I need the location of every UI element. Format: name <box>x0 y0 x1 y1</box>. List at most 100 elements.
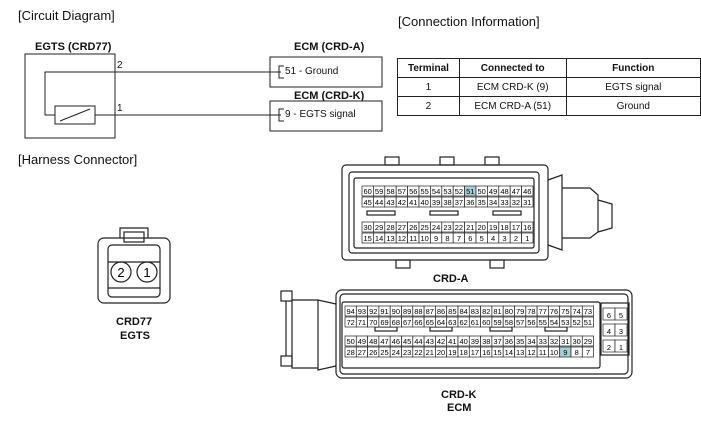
pin-number: 92 <box>369 307 377 316</box>
pin-number: 7 <box>457 234 461 243</box>
cell-function: Ground <box>565 96 701 116</box>
pin-number: 36 <box>505 337 513 346</box>
pin-number: 61 <box>471 318 479 327</box>
pin-number: 24 <box>432 223 440 232</box>
pin-number: 23 <box>443 223 451 232</box>
pin-number: 60 <box>364 187 372 196</box>
pin-number: 74 <box>572 307 580 316</box>
pin-number: 19 <box>448 348 456 357</box>
pin-number: 3 <box>502 234 506 243</box>
pin-number: 12 <box>398 234 406 243</box>
pin-number: 60 <box>482 318 490 327</box>
crd-k-label: CRD-K <box>441 389 477 401</box>
pin-number: 37 <box>493 337 501 346</box>
pin-number: 45 <box>364 198 372 207</box>
pin-number: 18 <box>500 223 508 232</box>
pin-number: 28 <box>346 348 354 357</box>
pin-number: 90 <box>392 307 400 316</box>
pin-number: 38 <box>443 198 451 207</box>
pin-cell <box>521 232 534 244</box>
egts-box <box>24 53 116 139</box>
pin-number: 51 <box>466 187 474 196</box>
pin-number: 76 <box>550 307 558 316</box>
wire-internal-2 <box>44 71 115 116</box>
pin-number: 39 <box>432 198 440 207</box>
pin-cell <box>614 323 628 337</box>
pin-number: 5 <box>480 234 484 243</box>
header-function: Function <box>565 58 701 78</box>
pin-number: 19 <box>489 223 497 232</box>
pin-number: 9 <box>434 234 438 243</box>
crd77-sublabel: EGTS <box>120 330 150 342</box>
pin-number: 34 <box>527 337 535 346</box>
pin-number: 7 <box>586 348 590 357</box>
pin-number: 35 <box>478 198 486 207</box>
pin-number: 15 <box>364 234 372 243</box>
pin-cell <box>521 221 534 233</box>
pin-number: 21 <box>466 223 474 232</box>
pin-number: 22 <box>455 223 463 232</box>
pin-number: 8 <box>445 234 449 243</box>
pin-number: 15 <box>493 348 501 357</box>
pin-number: 51 <box>584 318 592 327</box>
pin-number: 13 <box>386 234 394 243</box>
crd77-connector-icon <box>97 227 171 304</box>
crd-k-connector-icon <box>280 289 633 379</box>
pin-number: 23 <box>403 348 411 357</box>
ecm-crd-k-label: ECM (CRD-K) <box>294 90 365 102</box>
pin-number: 80 <box>505 307 513 316</box>
pin-number: 21 <box>426 348 434 357</box>
pin-number: 13 <box>516 348 524 357</box>
connection-info-title: [Connection Information] <box>398 14 540 29</box>
pin-number: 8 <box>575 348 579 357</box>
pin-number: 91 <box>380 307 388 316</box>
pin-number: 77 <box>539 307 547 316</box>
pin-cell <box>614 307 628 321</box>
pin-number: 12 <box>527 348 535 357</box>
pin-number: 59 <box>375 187 383 196</box>
pin-number: 54 <box>550 318 558 327</box>
pin-number: 6 <box>468 234 472 243</box>
pin-number: 1 <box>525 234 529 243</box>
pin-number: 48 <box>369 337 377 346</box>
pin-number: 63 <box>448 318 456 327</box>
pin-number: 32 <box>512 198 520 207</box>
pin-2-label: 2 <box>117 60 123 71</box>
pin-number: 17 <box>471 348 479 357</box>
pin-number: 50 <box>478 187 486 196</box>
pin-number: 34 <box>489 198 497 207</box>
pin-cell <box>581 335 594 347</box>
cell-connected: ECM CRD-A (51) <box>458 96 567 116</box>
pin-number: 16 <box>482 348 490 357</box>
crd77-pin-number: 2 <box>117 265 124 280</box>
pin-number: 48 <box>500 187 508 196</box>
sensor-element-icon <box>54 105 96 125</box>
pin-number: 79 <box>516 307 524 316</box>
pin-number: 29 <box>375 223 383 232</box>
harness-connector-title: [Harness Connector] <box>18 152 138 167</box>
pin-number: 56 <box>409 187 417 196</box>
pin-cell <box>521 185 534 197</box>
ecm-k-pin-label: 9 - EGTS signal <box>285 109 356 120</box>
pin-cell <box>581 316 594 328</box>
pin-number: 11 <box>409 234 417 243</box>
pin-number: 33 <box>539 337 547 346</box>
pin-number: 28 <box>386 223 394 232</box>
pin-number: 82 <box>482 307 490 316</box>
pin-number: 26 <box>369 348 377 357</box>
pin-number: 6 <box>607 311 611 320</box>
pin-number: 33 <box>500 198 508 207</box>
pin-number: 87 <box>426 307 434 316</box>
pin-number: 26 <box>409 223 417 232</box>
connection-table: Terminal Connected to Function 1 ECM CRD… <box>397 58 701 116</box>
ecm-k-box <box>269 100 383 132</box>
cell-terminal: 1 <box>397 77 460 97</box>
pin-cell <box>581 305 594 317</box>
pin-cell <box>521 196 534 208</box>
pin-number: 16 <box>523 223 531 232</box>
pin-number: 53 <box>561 318 569 327</box>
pin-cell <box>614 339 628 353</box>
pin-number: 93 <box>358 307 366 316</box>
pin-number: 38 <box>482 337 490 346</box>
pin-number: 85 <box>448 307 456 316</box>
